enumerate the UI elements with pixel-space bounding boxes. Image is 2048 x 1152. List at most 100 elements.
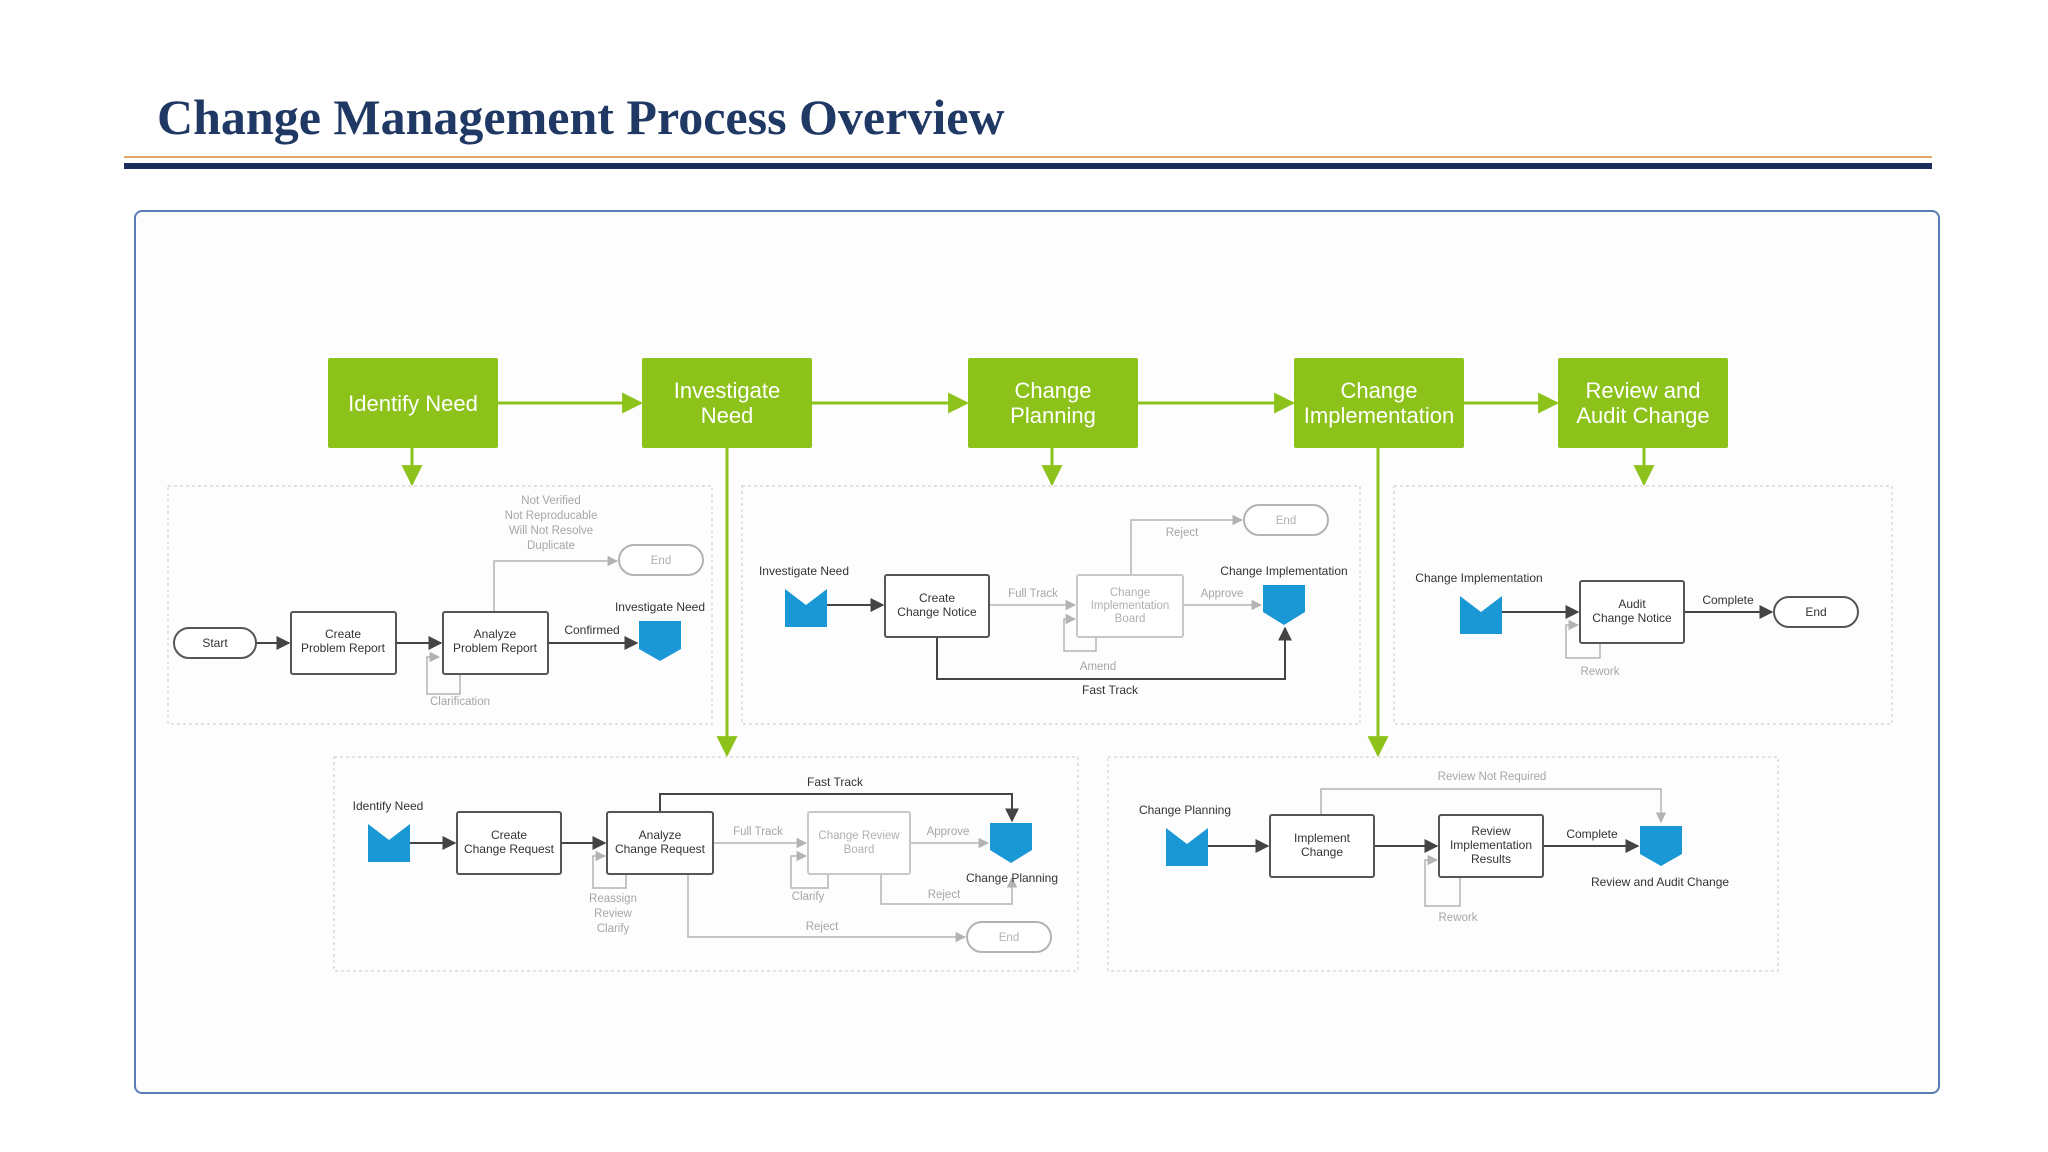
offpage-label: Review and Audit Change [1591, 875, 1729, 889]
review-label: Review [594, 908, 632, 920]
end-node [966, 921, 1052, 953]
panel-investigate-need: Identify Need Create Change Request Anal… [333, 756, 1079, 972]
prev-stage-label: Change Implementation [1415, 571, 1542, 585]
title-accent-rule [124, 156, 1932, 158]
stage-change-implementation: Change Implementation [1294, 358, 1464, 448]
stage-label-line1: Change [1340, 378, 1417, 403]
box-label-line1: Create [325, 627, 361, 641]
start-label: Start [202, 636, 228, 650]
box-label-line2: Change Request [464, 842, 555, 856]
prev-stage-label: Investigate Need [759, 564, 849, 578]
box-label-line1: Create [919, 591, 955, 605]
complete-label: Complete [1566, 827, 1618, 841]
clarify-label: Clarify [597, 923, 630, 935]
box-label-line2: Change [1301, 845, 1343, 859]
panel-change-implementation: Change Planning Implement Change Review … [1107, 756, 1779, 972]
rework-label: Rework [1581, 666, 1620, 678]
box-label-line2: Problem Report [453, 641, 538, 655]
box-label-line3: Board [1115, 613, 1146, 625]
box-label-line2: Implementation [1450, 838, 1532, 852]
stage-label-line1: Review and [1586, 378, 1701, 403]
analyze-change-request-box [606, 811, 714, 875]
box-label-line1: Change Review [818, 830, 900, 842]
change-review-board-box [807, 811, 911, 875]
title-underline-rule [124, 163, 1932, 169]
stage-identify-need: Identify Need [328, 358, 498, 448]
full-track-label: Full Track [733, 826, 783, 838]
clarify-label: Clarify [792, 891, 825, 903]
stage-label-line1: Investigate [674, 378, 780, 403]
panel-change-planning: Investigate Need Create Change Notice Ch… [741, 485, 1361, 725]
box-label-line1: Analyze [474, 627, 517, 641]
will-not-resolve-label: Will Not Resolve [509, 525, 593, 537]
create-problem-report-box [290, 611, 397, 675]
offpage-start-icon [1460, 596, 1502, 634]
box-label-line1: Implement [1294, 831, 1351, 845]
rework-label: Rework [1439, 912, 1478, 924]
duplicate-label: Duplicate [527, 540, 575, 552]
end-node [618, 544, 704, 576]
box-label-line2: Board [844, 844, 875, 856]
offpage-label: Change Planning [966, 871, 1058, 885]
box-label-line2: Implementation [1091, 600, 1170, 612]
end-label: End [999, 932, 1019, 944]
end-label: End [1276, 515, 1296, 527]
approve-label: Approve [1201, 588, 1244, 600]
reject-label: Reject [928, 889, 961, 901]
review-not-required-label: Review Not Required [1438, 771, 1547, 783]
offpage-label: Investigate Need [615, 600, 705, 614]
panel-identify-need: Start Create Problem Report Analyze Prob… [167, 485, 713, 725]
stage-label-line2: Planning [1010, 403, 1096, 428]
review-implementation-results-box [1438, 814, 1544, 878]
slide-title: Change Management Process Overview [157, 89, 1005, 145]
stage-review-audit-change: Review and Audit Change [1558, 358, 1728, 448]
stage-label-line1: Change [1014, 378, 1091, 403]
prev-stage-label: Change Planning [1139, 803, 1231, 817]
end-node [1243, 504, 1329, 536]
change-implementation-board-box [1076, 574, 1184, 638]
implement-change-box [1269, 814, 1375, 878]
analyze-problem-report-box [442, 611, 549, 675]
create-change-request-box [456, 811, 562, 875]
offpage-start-icon [785, 589, 827, 627]
approve-label: Approve [927, 826, 970, 838]
offpage-start-icon [1166, 828, 1208, 866]
panel-review-audit: Change Implementation Audit Change Notic… [1393, 485, 1893, 725]
offpage-connector-icon [990, 823, 1032, 863]
reject-label: Reject [1166, 527, 1199, 539]
full-track-label: Full Track [1008, 588, 1058, 600]
box-label-line1: Audit [1618, 597, 1646, 611]
stage-label-line2: Implementation [1304, 403, 1454, 428]
end-label: End [1805, 605, 1826, 619]
not-reproducable-label: Not Reproducable [505, 510, 598, 522]
stage-label: Identify Need [348, 391, 478, 416]
amend-label: Amend [1080, 661, 1116, 673]
fast-track-label: Fast Track [1082, 683, 1139, 697]
stage-connectors [401, 392, 1655, 758]
start-node [173, 627, 257, 659]
offpage-connector-icon [1263, 585, 1305, 625]
not-verified-label: Not Verified [521, 495, 580, 507]
offpage-label: Change Implementation [1220, 564, 1347, 578]
box-label-line1: Change [1110, 587, 1150, 599]
box-label-line3: Results [1471, 852, 1511, 866]
box-label-line1: Review [1471, 824, 1511, 838]
stage-label-line2: Audit Change [1576, 403, 1709, 428]
end-label: End [651, 555, 671, 567]
box-label-line2: Change Request [615, 842, 706, 856]
stage-label-line2: Need [701, 403, 754, 428]
stage-change-planning: Change Planning [968, 358, 1138, 448]
box-label-line2: Change Notice [1592, 611, 1672, 625]
clarification-label: Clarification [430, 696, 490, 708]
create-change-notice-box [884, 574, 990, 638]
confirmed-label: Confirmed [564, 623, 619, 637]
offpage-start-icon [368, 824, 410, 862]
offpage-connector-icon [1640, 826, 1682, 866]
complete-label: Complete [1702, 593, 1754, 607]
box-label-line1: Create [491, 828, 527, 842]
offpage-connector-icon [639, 621, 681, 661]
audit-change-notice-box [1579, 580, 1685, 644]
reassign-label: Reassign [589, 893, 637, 905]
prev-stage-label: Identify Need [353, 799, 424, 813]
